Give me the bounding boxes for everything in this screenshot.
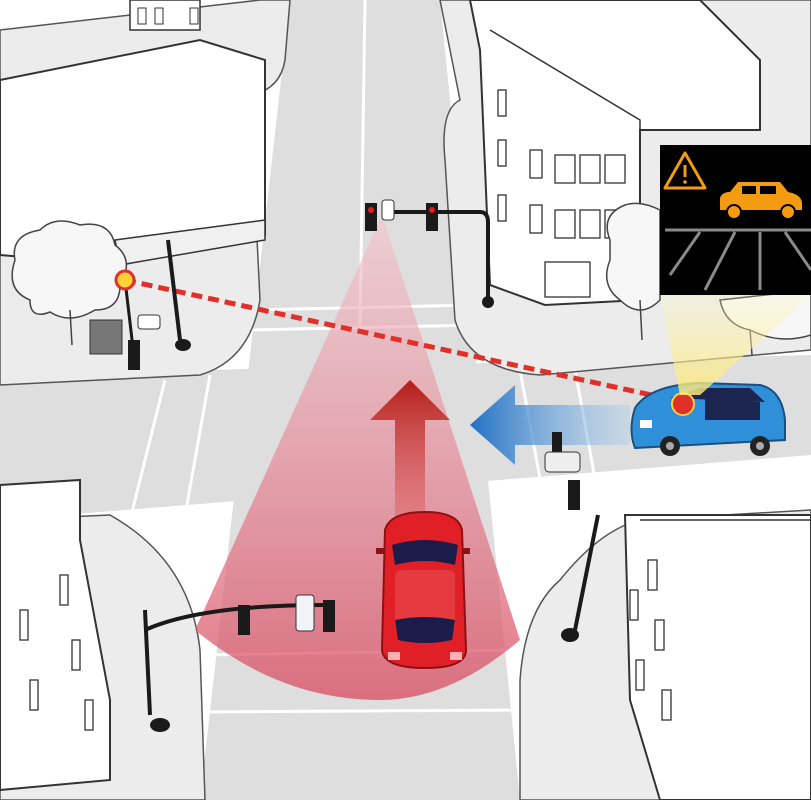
camera-sensor-icon xyxy=(137,314,161,330)
camera-sensor-icon xyxy=(544,451,581,473)
camera-sensor-icon xyxy=(381,199,395,221)
vehicle-sensor xyxy=(671,392,695,416)
crosswalk-line xyxy=(518,369,557,561)
warning-triangle-icon xyxy=(663,151,707,190)
tree-icon xyxy=(605,202,661,341)
warning-display xyxy=(660,145,811,295)
traffic-light-icon xyxy=(143,594,335,732)
traffic-light-icon xyxy=(544,432,600,642)
blue-crossing-arrow xyxy=(470,385,630,465)
red-forward-arrow xyxy=(370,380,450,520)
traffic-light-icon xyxy=(89,239,191,370)
display-road xyxy=(665,228,811,291)
display-beam xyxy=(660,295,811,395)
crosswalk-line xyxy=(194,708,526,714)
building-top-right xyxy=(468,0,761,307)
car-icon xyxy=(720,182,802,220)
crosswalk-line xyxy=(573,369,612,561)
camera-sensor-icon xyxy=(295,594,315,632)
blue-car xyxy=(630,381,786,456)
traffic-light-icon xyxy=(365,199,494,308)
v2i-dashed-link xyxy=(124,277,666,401)
building-bottom-left xyxy=(0,478,111,792)
control-box xyxy=(89,319,123,355)
crosswalk-line xyxy=(168,374,212,601)
building-bottom-right xyxy=(623,514,811,800)
roadside-sensor xyxy=(114,269,136,291)
tree-icon xyxy=(11,220,128,346)
red-car xyxy=(376,510,470,670)
building-top-left xyxy=(0,0,266,267)
